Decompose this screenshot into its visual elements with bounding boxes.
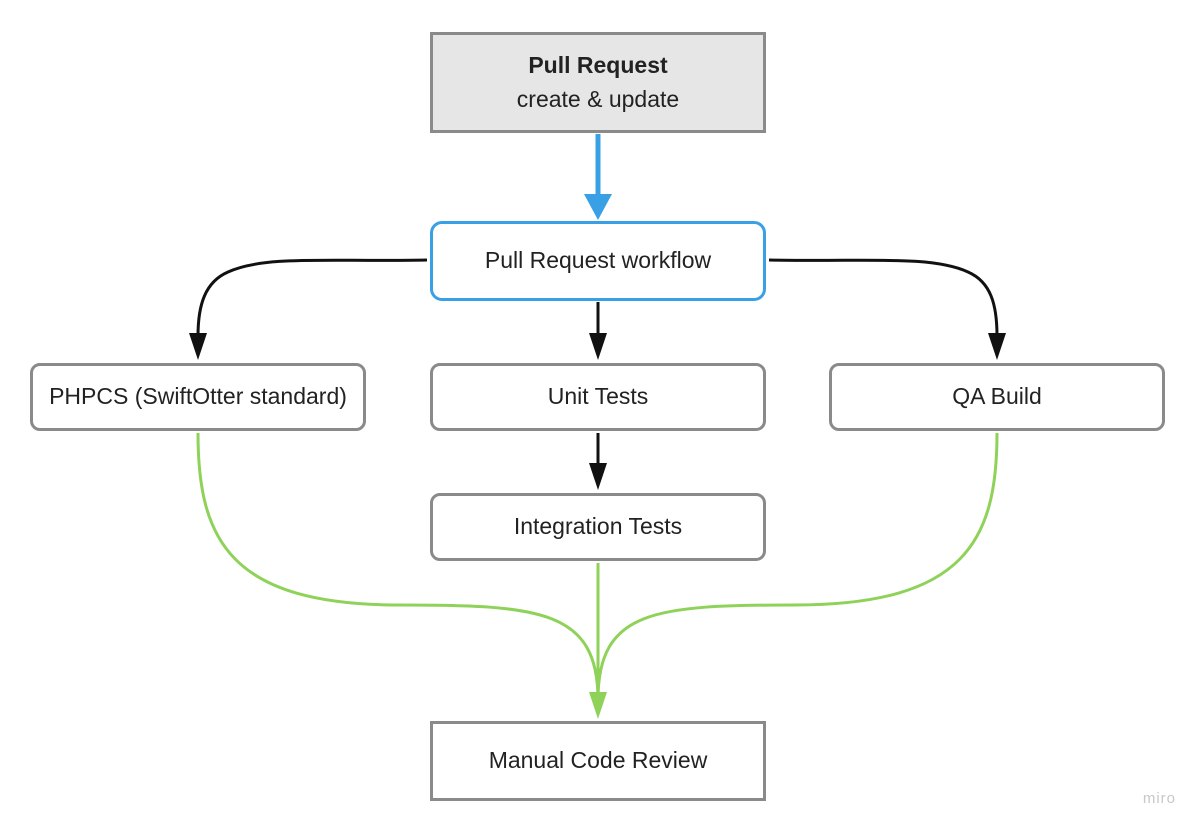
node-phpcs-label: PHPCS (SwiftOtter standard) [49,383,347,410]
node-manual-code-review[interactable]: Manual Code Review [430,721,766,801]
node-qa-build-label: QA Build [952,383,1042,410]
edge-phpcs-to-manualreview [196,432,600,701]
edge-workflow-to-phpcs [189,258,428,360]
edge-pullrequest-to-workflow [584,134,612,220]
edge-workflow-to-qabuild [768,258,1006,360]
node-unit-tests-label: Unit Tests [547,383,649,410]
green-arrowhead [589,692,607,719]
node-unit-tests[interactable]: Unit Tests [430,363,766,431]
node-phpcs[interactable]: PHPCS (SwiftOtter standard) [30,363,366,431]
node-integration-tests-label: Integration Tests [513,513,683,540]
node-pull-request-workflow-label: Pull Request workflow [484,247,712,274]
edge-workflow-to-unittests [589,302,607,360]
node-pull-request[interactable]: Pull Request create & update [430,32,766,133]
node-pull-request-subtitle: create & update [516,85,680,112]
edge-qabuild-to-manualreview [596,432,999,701]
node-qa-build[interactable]: QA Build [829,363,1165,431]
node-manual-code-review-label: Manual Code Review [488,747,708,774]
node-pull-request-title: Pull Request [528,52,668,79]
node-integration-tests[interactable]: Integration Tests [430,493,766,561]
edge-unittests-to-integrationtests [589,433,607,490]
node-pull-request-workflow[interactable]: Pull Request workflow [430,221,766,301]
miro-watermark: miro [1142,790,1176,807]
